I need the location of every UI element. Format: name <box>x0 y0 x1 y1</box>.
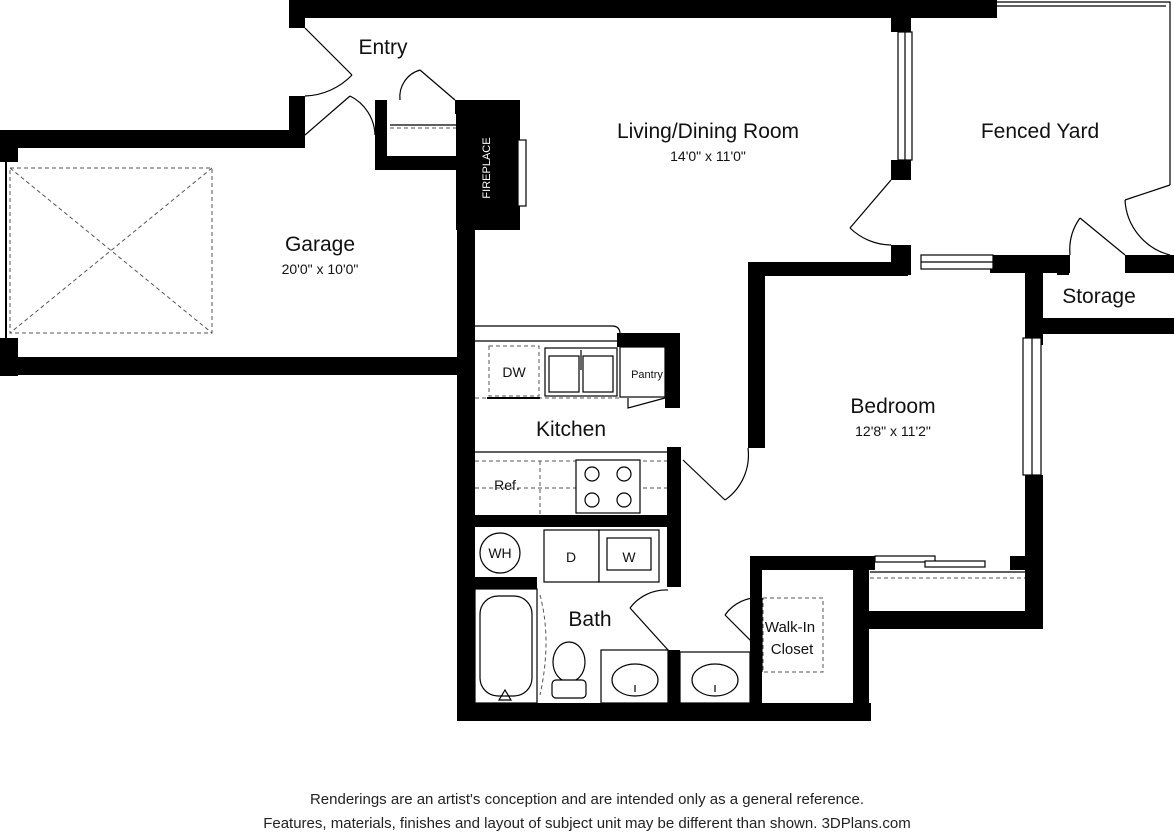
walls <box>0 0 1174 721</box>
room-dimensions-garage: 20'0" x 10'0" <box>282 261 359 277</box>
room-dimensions-bedroom: 12'8" x 11'2" <box>855 423 931 439</box>
room-label-kitchen: Kitchen <box>536 418 606 441</box>
fireplace-label: FIREPLACE <box>481 137 493 198</box>
windows <box>5 31 1042 568</box>
room-label-closet-line2: Closet <box>771 641 814 658</box>
room-label-closet-line1: Walk-In <box>765 619 815 636</box>
water-heater-label: WH <box>488 545 511 561</box>
room-label-bedroom: Bedroom <box>850 395 935 418</box>
dishwasher-icon <box>488 345 540 397</box>
room-labels: Entry Living/Dining Room 14'0" x 11'0" F… <box>282 36 1136 658</box>
room-label-garage: Garage <box>285 233 355 256</box>
bath-sink-2-icon <box>691 663 739 697</box>
garage-parking-outline <box>9 167 213 334</box>
stove-icon <box>575 459 641 514</box>
fixture-labels: FIREPLACE DW Pantry Ref. WH D W <box>481 137 663 565</box>
room-label-storage: Storage <box>1062 285 1136 308</box>
pantry-label: Pantry <box>631 369 663 381</box>
kitchen-fixtures <box>475 325 667 515</box>
room-dimensions-living: 14'0" x 11'0" <box>670 148 746 164</box>
laundry-fixtures <box>479 529 660 583</box>
dryer-label: D <box>566 549 576 565</box>
disclaimer-line-1: Renderings are an artist's conception an… <box>309 791 865 808</box>
yard-fence <box>997 1 1171 185</box>
toilet-icon <box>552 641 586 683</box>
water-heater-icon <box>479 532 521 574</box>
doors <box>304 27 1171 651</box>
bath-sink-icon <box>611 663 659 697</box>
room-label-bath: Bath <box>568 608 611 631</box>
dryer-icon <box>543 529 600 583</box>
closet-shelving <box>761 571 1025 673</box>
room-label-yard: Fenced Yard <box>981 120 1099 143</box>
bath-fixtures <box>474 588 751 704</box>
washer-label: W <box>622 549 636 565</box>
refrigerator-label: Ref. <box>494 477 520 493</box>
room-label-entry: Entry <box>358 36 408 59</box>
dishwasher-label: DW <box>502 364 526 380</box>
entry-closet-shelf <box>390 124 456 129</box>
disclaimer-line-2: Features, materials, finishes and layout… <box>263 815 911 832</box>
bathtub-icon <box>474 588 538 704</box>
room-label-living: Living/Dining Room <box>617 120 799 143</box>
washer-icon <box>598 529 660 583</box>
